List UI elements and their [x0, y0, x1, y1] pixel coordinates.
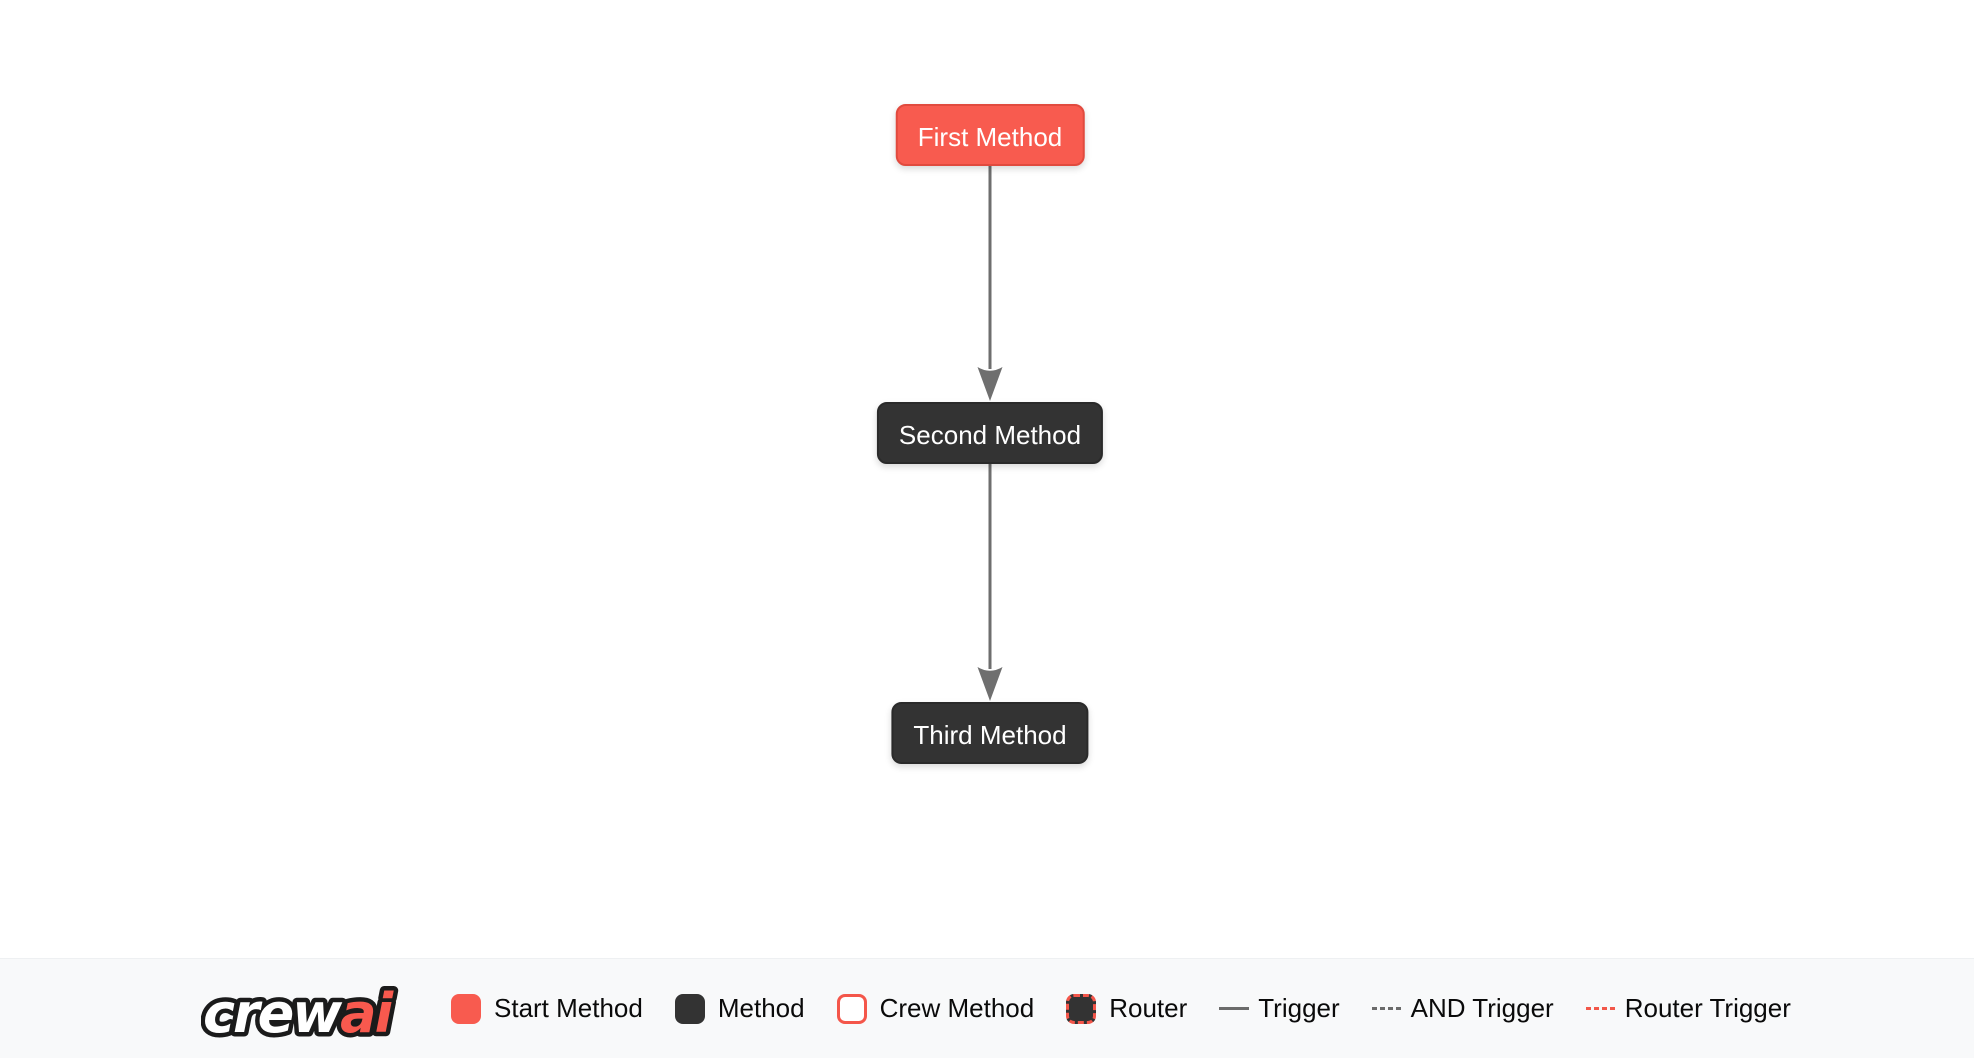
crewai-logo-text: crewai	[203, 982, 395, 1045]
legend-item-method: Method	[674, 993, 805, 1024]
method-swatch-icon	[674, 993, 705, 1024]
flow-canvas[interactable]: First Method Second Method Third Method	[0, 0, 1974, 958]
trigger-edge-second-to-third	[977, 464, 1003, 701]
legend-item-router: Router	[1066, 993, 1187, 1024]
router-trigger-line-icon	[1585, 1007, 1616, 1010]
logo-crew-text: crew	[203, 982, 343, 1045]
and-trigger-line-icon	[1371, 1007, 1402, 1010]
legend-label-router-trigger: Router Trigger	[1624, 993, 1791, 1023]
trigger-edge-first-to-second	[977, 166, 1003, 401]
legend-item-crew-method: Crew Method	[836, 993, 1035, 1024]
legend-item-and-trigger: AND Trigger	[1371, 993, 1554, 1024]
edges-layer	[977, 166, 1003, 701]
legend-label-crew-method: Crew Method	[879, 993, 1035, 1023]
legend-label-trigger: Trigger	[1258, 993, 1340, 1023]
logo-ai-text: ai	[340, 982, 394, 1045]
legend-item-router-trigger: Router Trigger	[1585, 993, 1791, 1024]
legend-bar: crewai Start Method Method Crew Method R…	[0, 958, 1974, 1058]
flow-node-first-method[interactable]: First Method	[895, 104, 1085, 166]
legend-label-start-method: Start Method	[494, 993, 643, 1023]
legend-label-router: Router	[1109, 993, 1188, 1023]
start-method-swatch-icon	[451, 993, 481, 1024]
legend-label-method: Method	[717, 993, 805, 1023]
legend-item-start-method: Start Method	[451, 993, 643, 1024]
trigger-line-icon	[1219, 1007, 1250, 1010]
flow-node-third-method[interactable]: Third Method	[891, 702, 1089, 764]
legend-item-trigger: Trigger	[1219, 993, 1340, 1024]
router-swatch-icon	[1066, 993, 1097, 1024]
crew-method-swatch-icon	[836, 993, 867, 1024]
crewai-logo: crewai	[201, 977, 401, 1049]
legend-label-and-trigger: AND Trigger	[1410, 993, 1554, 1023]
flow-node-second-method[interactable]: Second Method	[876, 402, 1104, 464]
